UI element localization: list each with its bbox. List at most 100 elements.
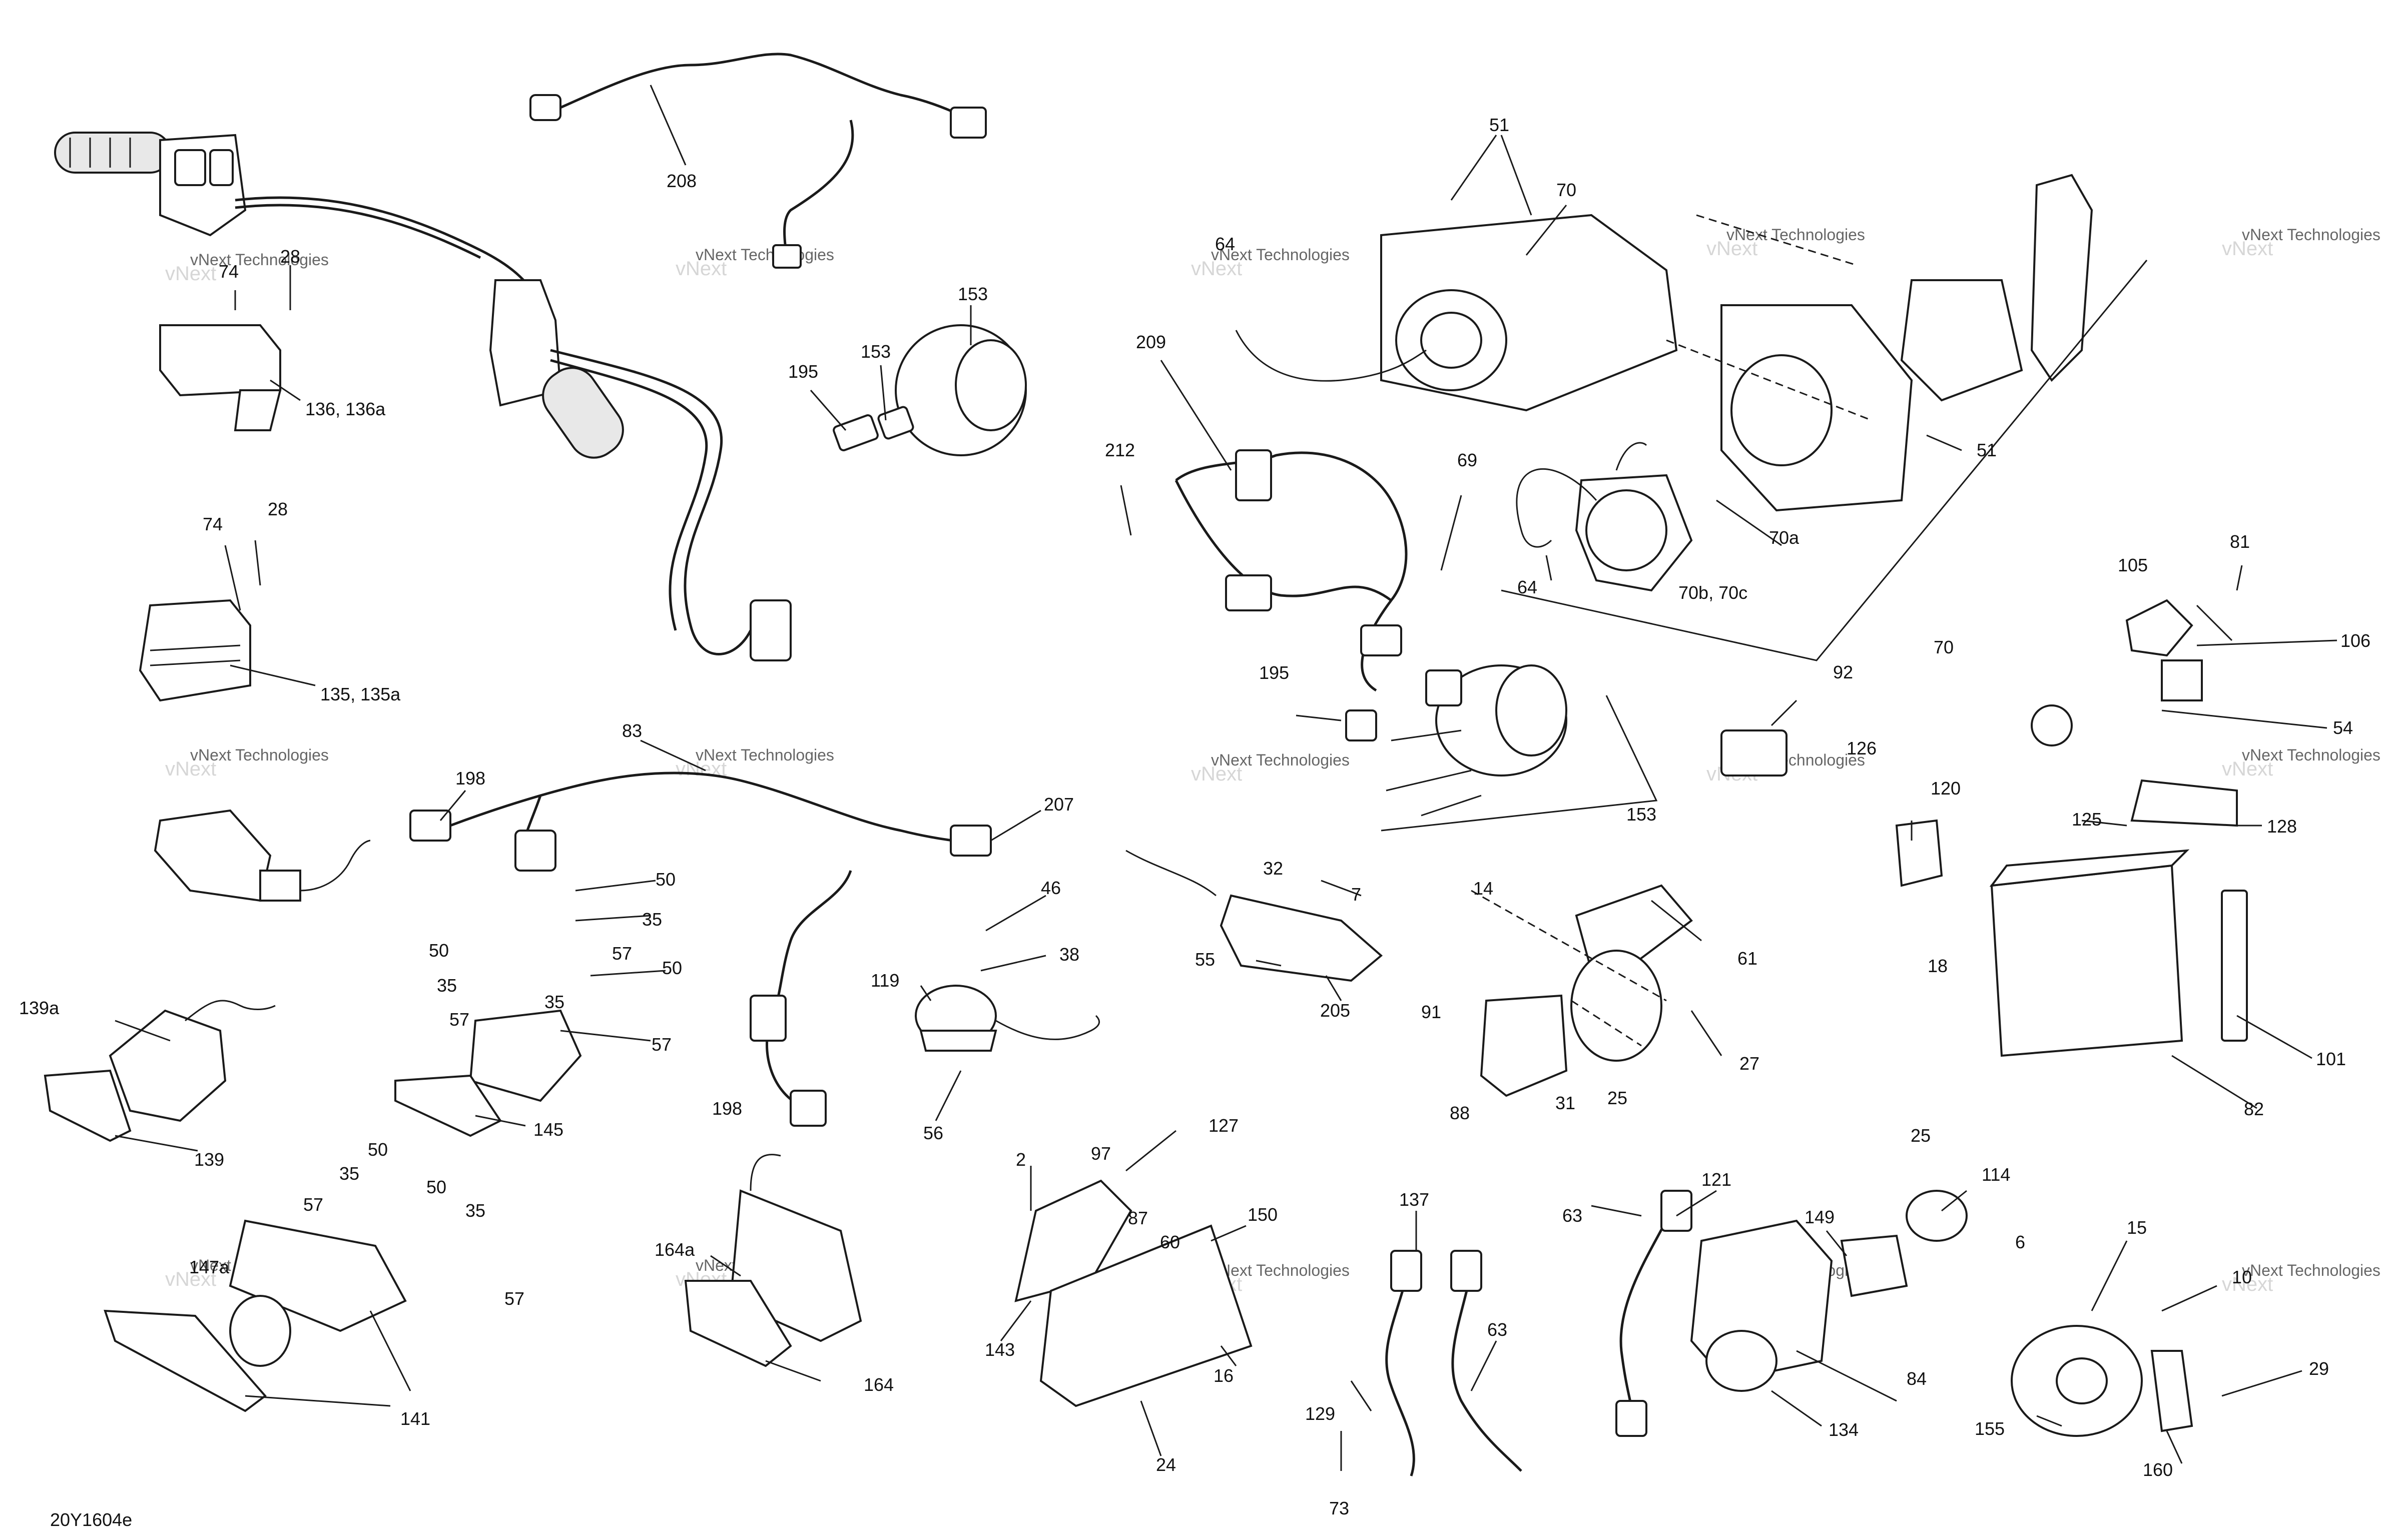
callout-labels: 208 28 74 136, 136a 153 195 153 28 74 13… [19, 115, 2370, 1518]
callout-205: 205 [1320, 1000, 1350, 1021]
watermark-full: vNext Technologies [2242, 1261, 2380, 1279]
starter-61 [1480, 884, 1693, 1097]
callout-105: 105 [2118, 555, 2148, 575]
watermark: vNext [2222, 758, 2273, 780]
callout-60: 60 [1160, 1232, 1180, 1252]
sensor-121 [1615, 1190, 1692, 1437]
callout-7: 7 [1351, 884, 1361, 905]
callout-87: 87 [1128, 1208, 1148, 1228]
callout-50: 50 [662, 958, 682, 978]
callout-70: 70 [1556, 180, 1576, 200]
harness-209 [1174, 449, 1408, 692]
callout-97: 97 [1091, 1143, 1111, 1164]
watermark-full: vNext Technologies [1211, 751, 1350, 769]
callout-129: 129 [1305, 1403, 1335, 1424]
callout-209: 209 [1136, 332, 1166, 352]
callout-16: 16 [1214, 1365, 1234, 1386]
watermark-full: vNext Technologies [696, 746, 834, 764]
callout-10: 10 [2232, 1267, 2252, 1287]
callout-141: 141 [400, 1408, 430, 1429]
callout-25: 25 [1911, 1125, 1931, 1146]
callout-50: 50 [429, 940, 449, 961]
headlight-module-153b [1345, 664, 1567, 817]
callout-82: 82 [2244, 1099, 2264, 1119]
callout-57: 57 [652, 1034, 672, 1055]
callout-31: 31 [1555, 1093, 1575, 1113]
callout-50: 50 [656, 869, 676, 890]
harness-connector [750, 599, 792, 661]
callout-198: 198 [455, 768, 485, 789]
left-grip [54, 132, 171, 174]
handlebar-assembly [54, 132, 792, 661]
callout-51: 51 [1489, 115, 1509, 135]
callout-6: 6 [2015, 1232, 2025, 1252]
harness-137 [1385, 1250, 1522, 1476]
callout-207: 207 [1044, 794, 1074, 815]
headlight-module-153 [833, 324, 1027, 456]
callout-137: 137 [1399, 1189, 1429, 1210]
watermark: vNext [1706, 238, 1757, 260]
callout-153: 153 [861, 341, 891, 362]
callout-14: 14 [1473, 878, 1493, 899]
callout-145: 145 [533, 1119, 563, 1140]
callout-70: 70 [1934, 637, 1954, 657]
watermark: vNext [165, 263, 216, 285]
callout-35: 35 [544, 992, 564, 1012]
callout-64: 64 [1215, 234, 1235, 254]
callout-83: 83 [622, 720, 642, 741]
callout-70b-70c: 70b, 70c [1678, 582, 1747, 603]
rear-light-145 [394, 1009, 582, 1137]
callout-101: 101 [2316, 1049, 2346, 1069]
callout-74: 74 [219, 261, 239, 282]
group-outline-153 [1381, 695, 1658, 832]
callout-29: 29 [2309, 1358, 2329, 1379]
callout-35: 35 [465, 1200, 485, 1221]
watermark-full: vNext Technologies [1211, 246, 1350, 264]
watermark: vNext [1191, 763, 1242, 785]
callout-195: 195 [788, 361, 818, 382]
callout-25: 25 [1607, 1088, 1627, 1108]
callout-153: 153 [1626, 804, 1656, 825]
callout-134: 134 [1829, 1419, 1859, 1440]
callout-57: 57 [504, 1288, 524, 1309]
callout-164a: 164a [655, 1239, 695, 1260]
horn-119 [915, 985, 1100, 1052]
callout-73: 73 [1329, 1498, 1349, 1518]
callout-35: 35 [437, 975, 457, 996]
callout-74: 74 [203, 514, 223, 534]
callout-150: 150 [1248, 1204, 1278, 1225]
callout-63: 63 [1562, 1205, 1582, 1226]
callout-136-136a: 136, 136a [305, 399, 386, 419]
callout-15: 15 [2127, 1217, 2147, 1238]
module-136 [159, 324, 282, 431]
callout-28: 28 [268, 499, 288, 519]
callout-198: 198 [712, 1098, 742, 1119]
callout-114: 114 [1982, 1164, 2010, 1185]
battery-82 [1989, 849, 2248, 1057]
callout-92: 92 [1833, 662, 1853, 682]
callout-57: 57 [612, 943, 632, 964]
trim-141 [104, 1219, 407, 1412]
callout-120: 120 [1931, 778, 1961, 799]
callout-155: 155 [1975, 1418, 2005, 1439]
turn-signal-left [154, 809, 371, 902]
callout-135-135a: 135, 135a [320, 684, 401, 704]
right-grip [542, 367, 624, 459]
watermark-full: vNext Technologies [2242, 746, 2380, 764]
callout-84: 84 [1907, 1368, 1927, 1389]
callout-24: 24 [1156, 1454, 1176, 1475]
callout-212: 212 [1105, 440, 1135, 460]
relays-right [1720, 599, 2238, 887]
callout-160: 160 [2143, 1459, 2173, 1480]
callout-27: 27 [1739, 1053, 1759, 1074]
callout-126: 126 [1847, 738, 1877, 758]
callout-55: 55 [1195, 949, 1215, 970]
bracket-150 [1014, 1179, 1253, 1407]
headlight-housing-70 [1235, 174, 2093, 592]
leader-lines [115, 85, 2337, 1471]
callout-70a: 70a [1769, 527, 1800, 548]
callout-2: 2 [1016, 1149, 1026, 1170]
callout-54: 54 [2333, 717, 2353, 738]
